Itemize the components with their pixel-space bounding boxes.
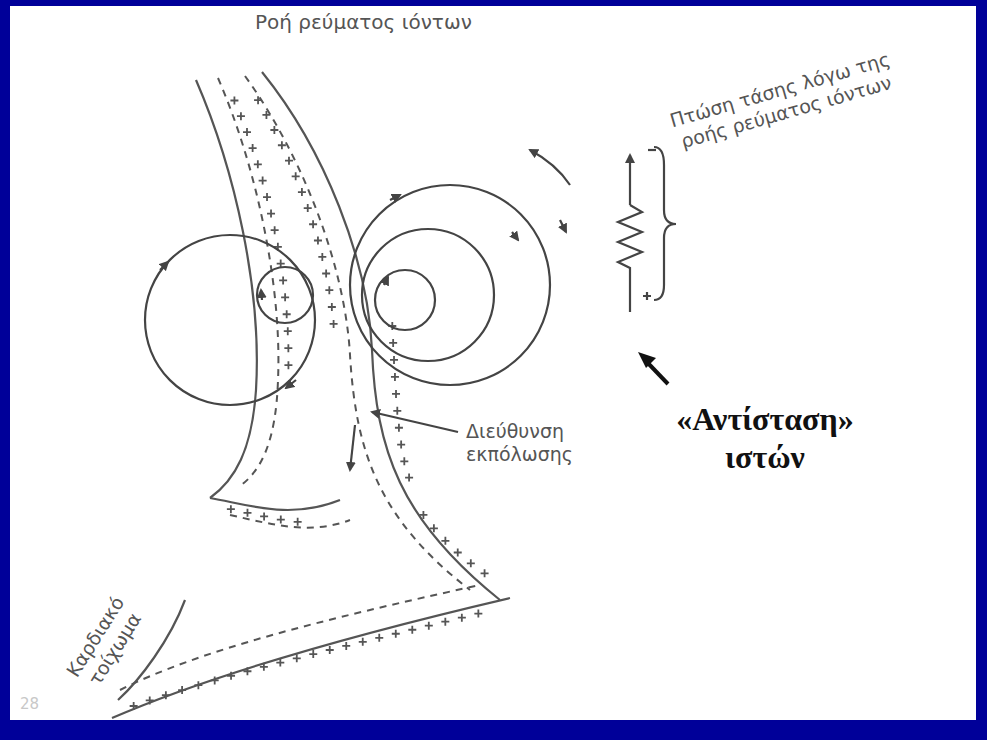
plus-sign [405, 474, 413, 482]
plus-sign [425, 622, 433, 630]
plus-sign [467, 559, 475, 567]
plus-sign [227, 672, 235, 680]
plus-sign [393, 407, 401, 415]
plus-sign [314, 237, 322, 245]
plus-sign [322, 270, 330, 278]
plus-sign [249, 144, 257, 152]
plus-sign [390, 356, 398, 364]
plus-sign [211, 676, 219, 684]
tissue-resistance-label: «Αντίσταση» ιστών [640, 400, 890, 477]
plus-sign [359, 638, 367, 646]
plus-sign [326, 646, 334, 654]
plus-sign [481, 569, 489, 577]
plus-sign [284, 361, 292, 369]
plus-sign [162, 691, 170, 699]
plus-sign [293, 654, 301, 662]
plus-sign [474, 610, 482, 618]
plus-sign [441, 618, 449, 626]
resistor-symbol [618, 147, 676, 312]
wall-outline [112, 72, 510, 718]
plus-sign [279, 276, 287, 284]
plus-sign [262, 111, 270, 119]
charge-plus-signs [128, 95, 495, 710]
slide-number: 28 [20, 695, 60, 713]
plus-sign [419, 511, 427, 519]
plus-sign [230, 96, 238, 104]
plus-sign [254, 160, 262, 168]
plus-sign [254, 96, 262, 104]
plus-sign [285, 157, 293, 165]
plus-sign [243, 128, 251, 136]
plus-sign [430, 524, 438, 532]
depolarization-label: Διεύθυνση εκπόλωσης [466, 420, 606, 466]
plus-sign [267, 210, 275, 218]
plus-sign [284, 344, 292, 352]
plus-sign [276, 659, 284, 667]
plus-sign [283, 310, 291, 318]
plus-sign [408, 626, 416, 634]
plus-sign [260, 663, 268, 671]
plus-sign [375, 634, 383, 642]
plus-sign [277, 516, 285, 524]
plus-sign [237, 112, 245, 120]
plus-sign [130, 702, 138, 710]
plus-sign [260, 512, 268, 520]
plus-sign [281, 293, 289, 301]
plus-sign [259, 177, 267, 185]
plus-sign [454, 549, 462, 557]
callout-arrow [638, 352, 668, 384]
plus-sign [292, 172, 300, 180]
plus-sign [458, 614, 466, 622]
plus-sign [392, 390, 400, 398]
plus-sign [342, 642, 350, 650]
plus-sign [309, 220, 317, 228]
plus-sign [395, 424, 403, 432]
plus-sign [227, 505, 235, 513]
plus-sign [243, 509, 251, 517]
plus-sign [294, 518, 302, 526]
plus-sign [389, 339, 397, 347]
plus-sign [146, 696, 154, 704]
plus-sign [278, 141, 286, 149]
plus-sign [325, 286, 333, 294]
flow-label: Ροή ρεύματος ιόντων [255, 10, 515, 34]
plus-sign [309, 650, 317, 658]
plus-sign [318, 253, 326, 261]
plus-sign [400, 457, 408, 465]
plus-sign [178, 686, 186, 694]
plus-sign [391, 373, 399, 381]
plus-sign [330, 320, 338, 328]
plus-sign [328, 303, 336, 311]
plus-sign [194, 681, 202, 689]
plus-sign [263, 193, 271, 201]
plus-sign [392, 630, 400, 638]
plus-sign [284, 327, 292, 335]
plus-sign [270, 126, 278, 134]
plus-sign [271, 226, 279, 234]
plus-sign [304, 204, 312, 212]
plus-sign [441, 537, 449, 545]
plus-sign [298, 188, 306, 196]
slide-panel [10, 6, 976, 720]
plus-sign [397, 441, 405, 449]
plus-sign [243, 667, 251, 675]
